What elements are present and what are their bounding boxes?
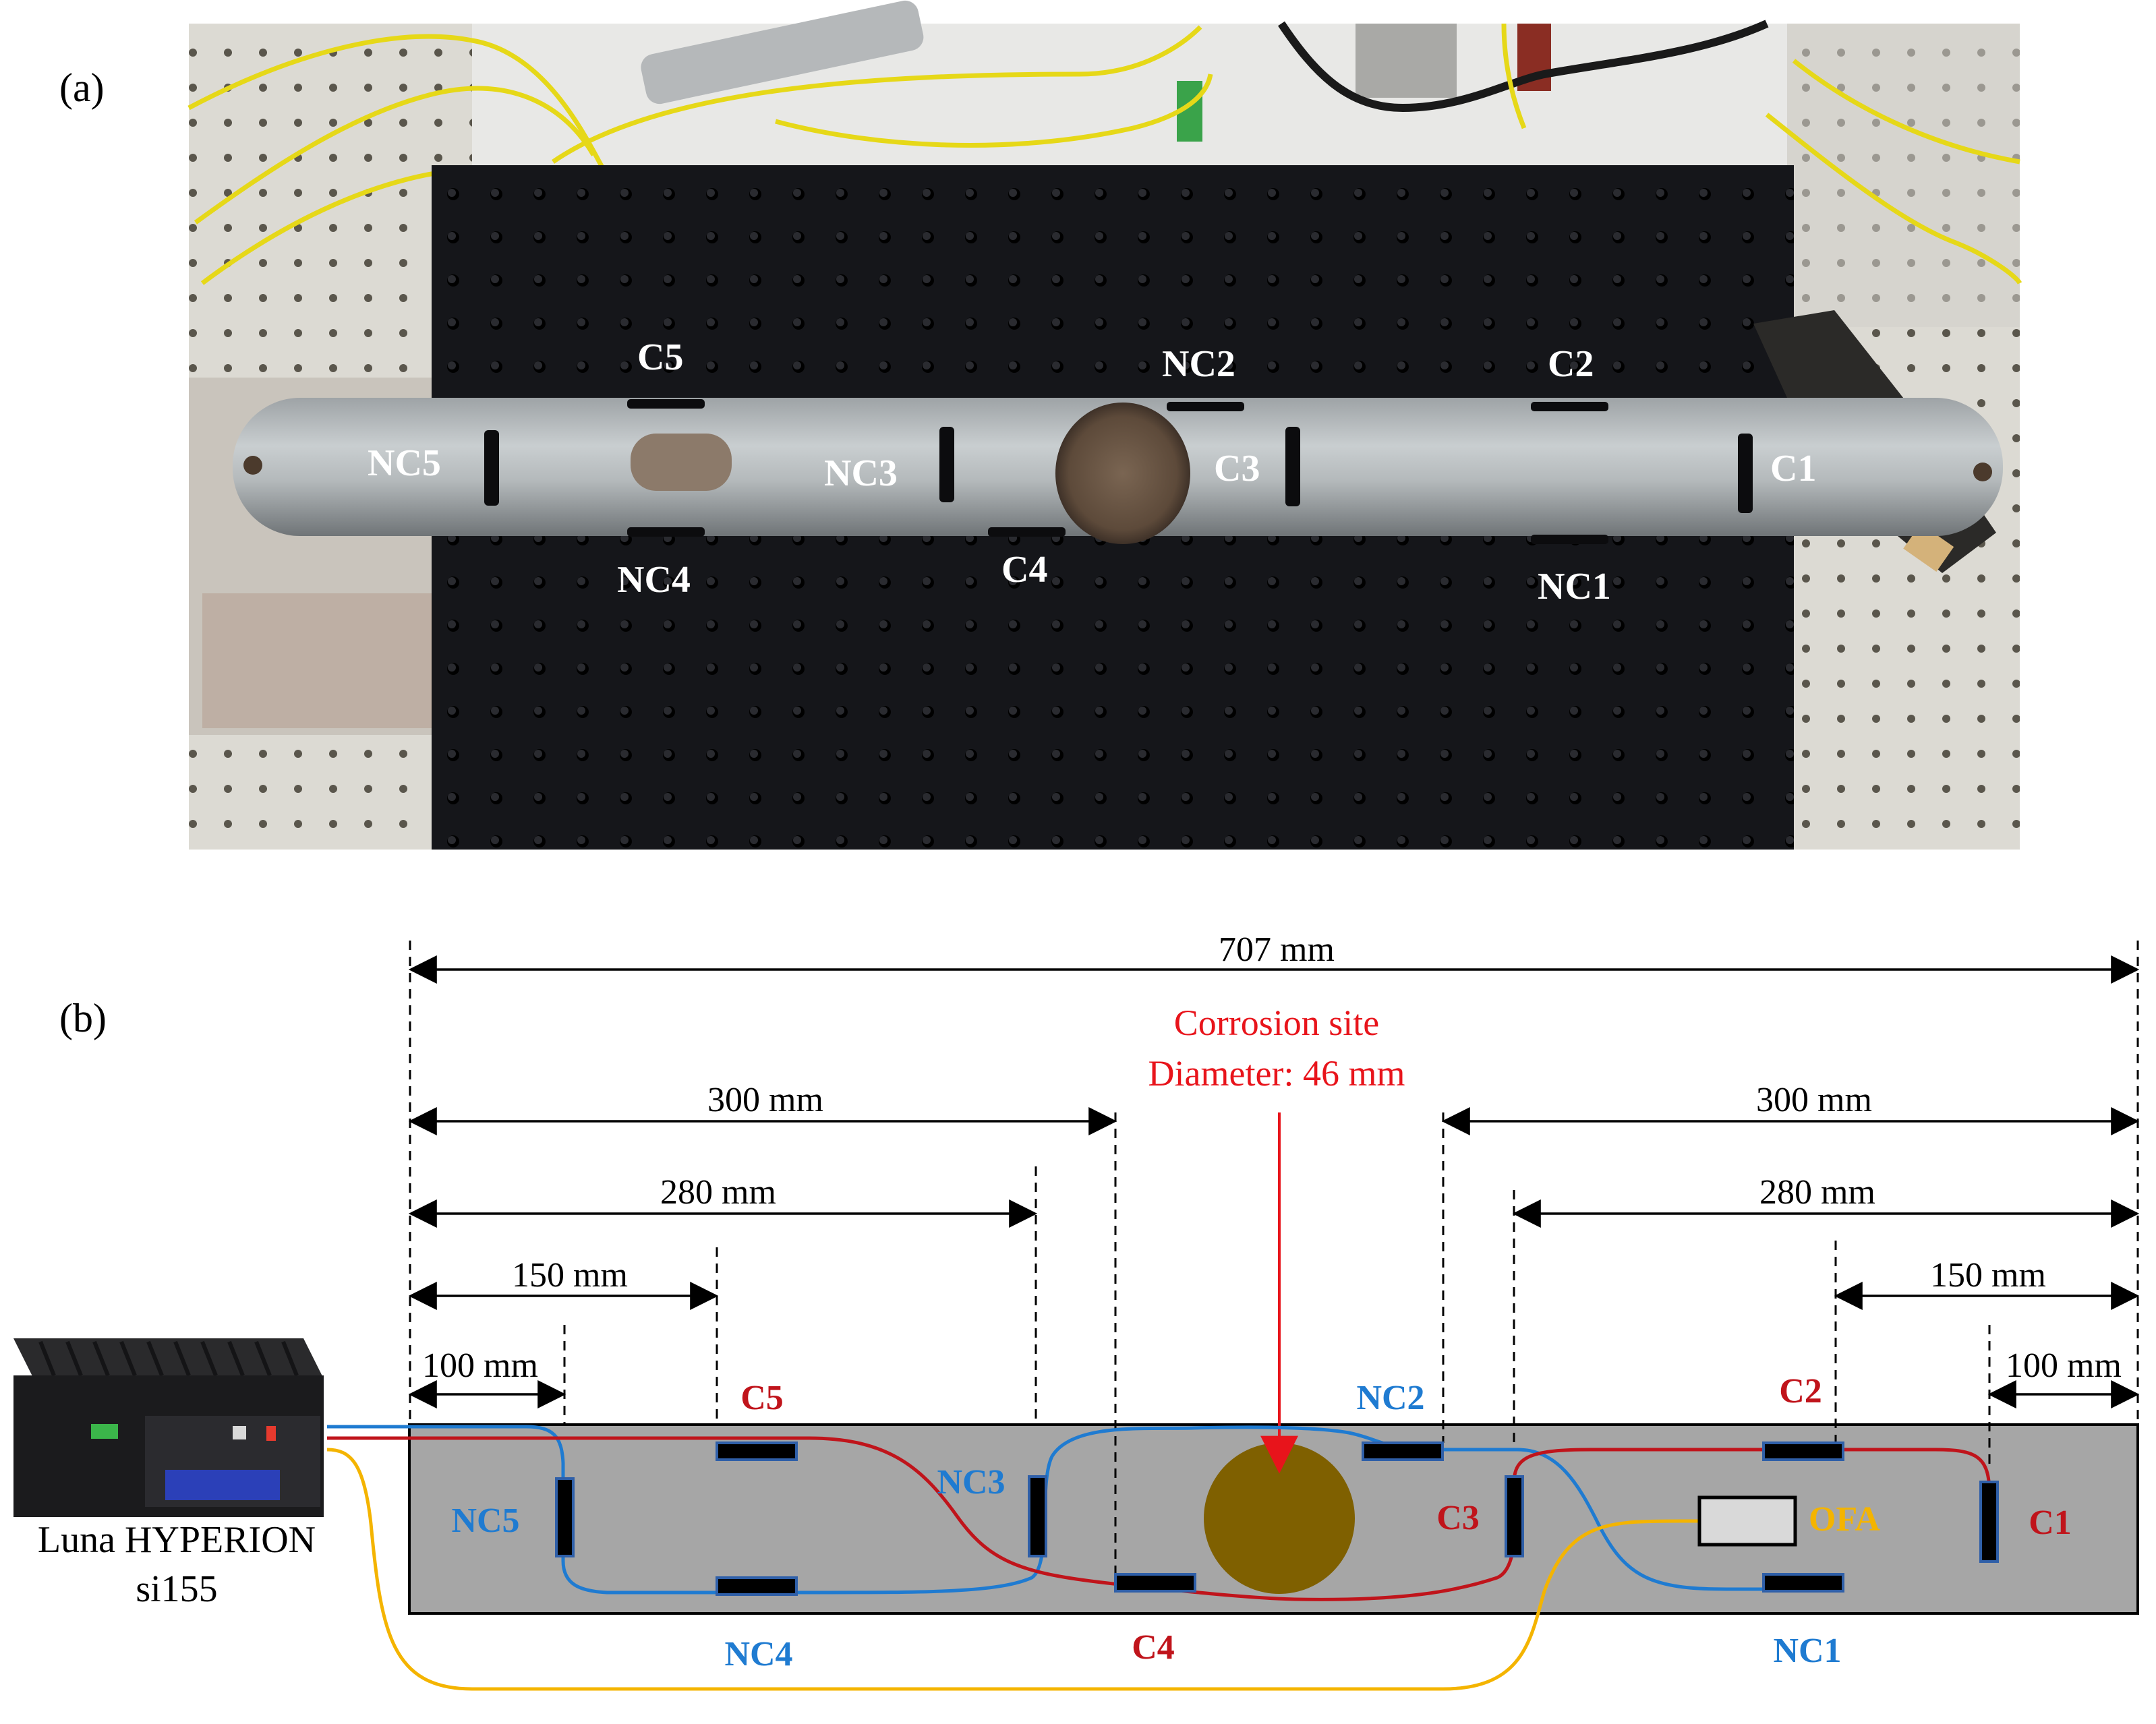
sensor-nc5 xyxy=(555,1477,575,1557)
dim-left-100: 100 mm xyxy=(422,1346,538,1385)
dimension-arrows xyxy=(408,955,2140,1408)
label-c1: C1 xyxy=(2029,1504,2072,1542)
dim-right-100: 100 mm xyxy=(2006,1346,2122,1385)
dim-total: 707 mm xyxy=(1219,930,1335,969)
corrosion-patch xyxy=(1055,403,1190,544)
ofa-fiber xyxy=(326,1448,1700,1691)
schematic-sensors xyxy=(555,1441,1999,1596)
photo-label-nc4: NC4 xyxy=(617,559,691,601)
c-fiber xyxy=(327,1436,1991,1601)
photo-label-c1: C1 xyxy=(1770,448,1816,489)
photo-label-nc1: NC1 xyxy=(1538,566,1611,607)
sensor-nc3 xyxy=(1028,1475,1047,1557)
dim-right-150: 150 mm xyxy=(1930,1256,2046,1295)
photo-label-c5: C5 xyxy=(637,336,683,378)
panel-b-label: (b) xyxy=(59,996,107,1040)
ofa-sensor xyxy=(1697,1495,1797,1547)
sensor-c2 xyxy=(1762,1441,1844,1461)
sensor-c1 xyxy=(1979,1481,1999,1563)
sensor-nc4 xyxy=(716,1576,798,1596)
steel-rod xyxy=(641,0,924,105)
label-ofa: OFA xyxy=(1809,1500,1880,1539)
dim-left-300: 300 mm xyxy=(707,1081,823,1119)
dim-right-300: 300 mm xyxy=(1756,1081,1872,1119)
photo-label-c4: C4 xyxy=(1001,549,1047,591)
label-nc5: NC5 xyxy=(451,1502,519,1540)
paper-sheet xyxy=(472,24,1787,182)
photo-label-nc2: NC2 xyxy=(1162,343,1235,385)
black-cable xyxy=(1278,20,1769,113)
photo-label-c2: C2 xyxy=(1548,343,1594,385)
dim-left-150: 150 mm xyxy=(512,1256,628,1295)
sensor-c3 xyxy=(1505,1475,1524,1557)
photo-sensors xyxy=(484,399,1753,544)
sensor-c4 xyxy=(1114,1573,1196,1593)
photo: C5 NC2 C2 NC5 NC3 C3 C1 NC4 C4 NC1 xyxy=(187,0,2022,850)
corrosion-diameter: Diameter: 46 mm xyxy=(1148,1053,1405,1094)
label-nc3: NC3 xyxy=(937,1463,1005,1502)
small-corrosion-patch xyxy=(631,434,732,491)
sensor-c5 xyxy=(716,1441,798,1461)
dim-right-280: 280 mm xyxy=(1759,1173,1875,1212)
panel-a-label: (a) xyxy=(59,65,105,110)
sensor-nc1 xyxy=(1762,1573,1844,1593)
dim-left-280: 280 mm xyxy=(660,1173,776,1212)
connector-box xyxy=(1356,24,1457,98)
label-nc2: NC2 xyxy=(1356,1379,1424,1417)
label-c4: C4 xyxy=(1132,1628,1175,1667)
sensor-nc2 xyxy=(1362,1441,1444,1461)
device-name: Luna HYPERION xyxy=(38,1519,316,1561)
corrosion-site xyxy=(1204,1443,1355,1594)
luna-hyperion-device xyxy=(13,1338,324,1517)
photo-label-c3: C3 xyxy=(1214,448,1260,489)
label-nc4: NC4 xyxy=(724,1635,792,1673)
label-c5: C5 xyxy=(740,1379,784,1417)
label-c3: C3 xyxy=(1436,1499,1480,1537)
label-nc1: NC1 xyxy=(1773,1632,1841,1670)
label-c2: C2 xyxy=(1779,1372,1822,1410)
corrosion-title: Corrosion site xyxy=(1174,1003,1380,1043)
photo-label-nc5: NC5 xyxy=(368,442,441,484)
nc-fiber xyxy=(327,1425,1836,1595)
device-model: si155 xyxy=(136,1568,217,1610)
photo-label-nc3: NC3 xyxy=(824,452,898,494)
